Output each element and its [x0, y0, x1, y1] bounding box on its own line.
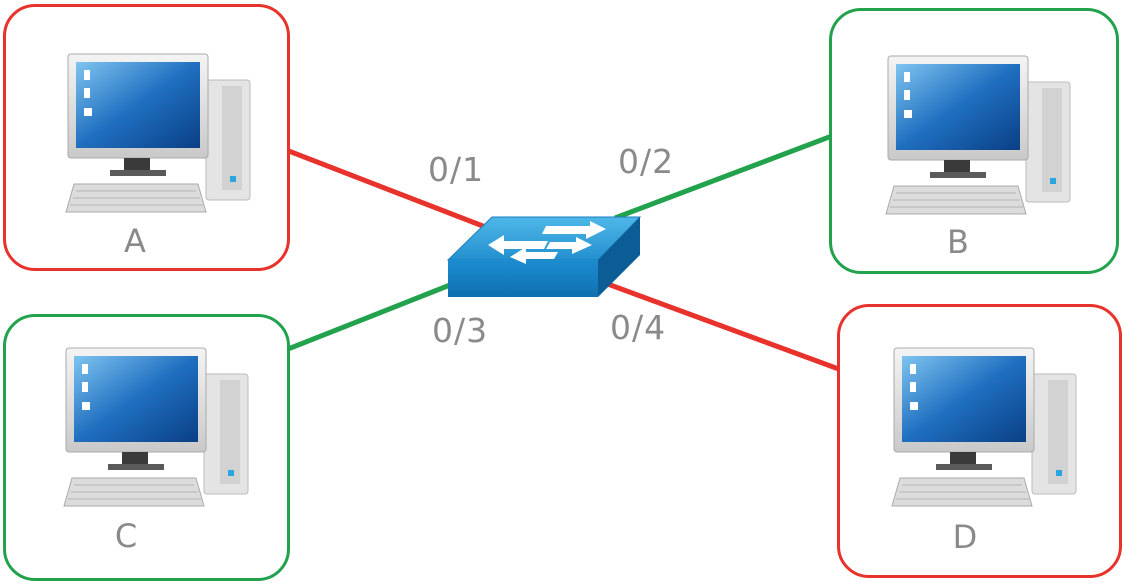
host-b-label: B [947, 223, 969, 261]
host-a-label: A [124, 222, 146, 260]
port-label-0-4: 0/4 [610, 308, 667, 347]
host-d-label: D [952, 518, 978, 556]
port-label-0-3: 0/3 [432, 311, 489, 350]
port-label-0-1: 0/1 [428, 150, 485, 189]
port-label-0-2: 0/2 [618, 142, 675, 181]
host-c-label: C [114, 517, 138, 555]
computer-icon [63, 347, 249, 507]
computer-icon [65, 53, 251, 213]
network-switch-icon[interactable] [440, 205, 650, 305]
computer-icon [885, 55, 1071, 215]
computer-icon [891, 347, 1077, 507]
